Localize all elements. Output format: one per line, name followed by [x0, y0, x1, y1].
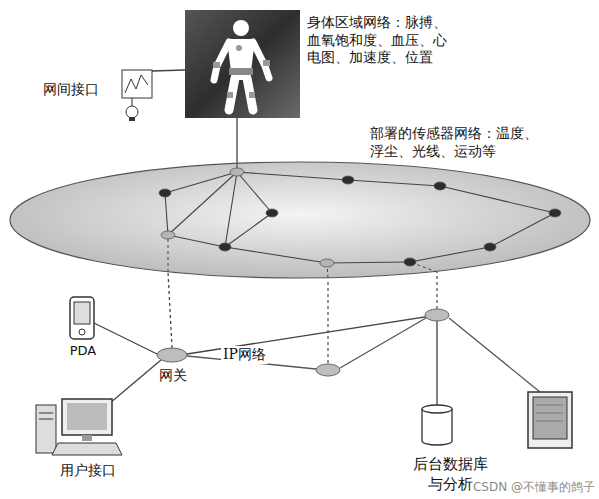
node-text: 网关 — [145, 366, 201, 384]
dashed-uplink — [436, 272, 437, 309]
node-text: PDA — [58, 343, 108, 360]
node-text: 部署的传感器网络：温度、浮尘、光线、运动等 — [370, 124, 545, 160]
connector — [152, 70, 185, 71]
sensor-network: 部署的传感器网络：温度、浮尘、光线、运动等 — [8, 122, 592, 287]
node-text: 用户接口 — [30, 461, 145, 479]
connector — [94, 323, 157, 354]
node-text: 网间接口 — [43, 80, 119, 98]
body-area-network: 身体区域网络：脉搏、血氧饱和度、血压、心电图、加速度、位置 — [183, 8, 453, 120]
gateway-node: 网关 — [145, 343, 203, 388]
backend-database: 后台数据库与分析 — [405, 385, 585, 496]
dashed-uplink — [327, 279, 328, 363]
interface-node: 网间接口 — [40, 65, 165, 125]
connector — [187, 315, 437, 405]
connector — [236, 118, 237, 164]
connector — [168, 272, 172, 348]
ip-link — [449, 318, 540, 392]
ip-link — [340, 318, 426, 368]
watermark: CSDN @不懂事的鸽子 — [473, 479, 595, 496]
pda-device: PDA — [58, 293, 110, 363]
user-interface: 用户接口 — [30, 395, 147, 485]
node-text: 身体区域网络：脉搏、血氧饱和度、血压、心电图、加速度、位置 — [307, 14, 449, 67]
router-node — [316, 364, 340, 376]
connector — [110, 360, 161, 403]
network-label: IP网络 — [221, 346, 268, 364]
body-figure — [183, 8, 303, 120]
router-node — [425, 309, 449, 321]
sensor-field — [8, 122, 592, 287]
